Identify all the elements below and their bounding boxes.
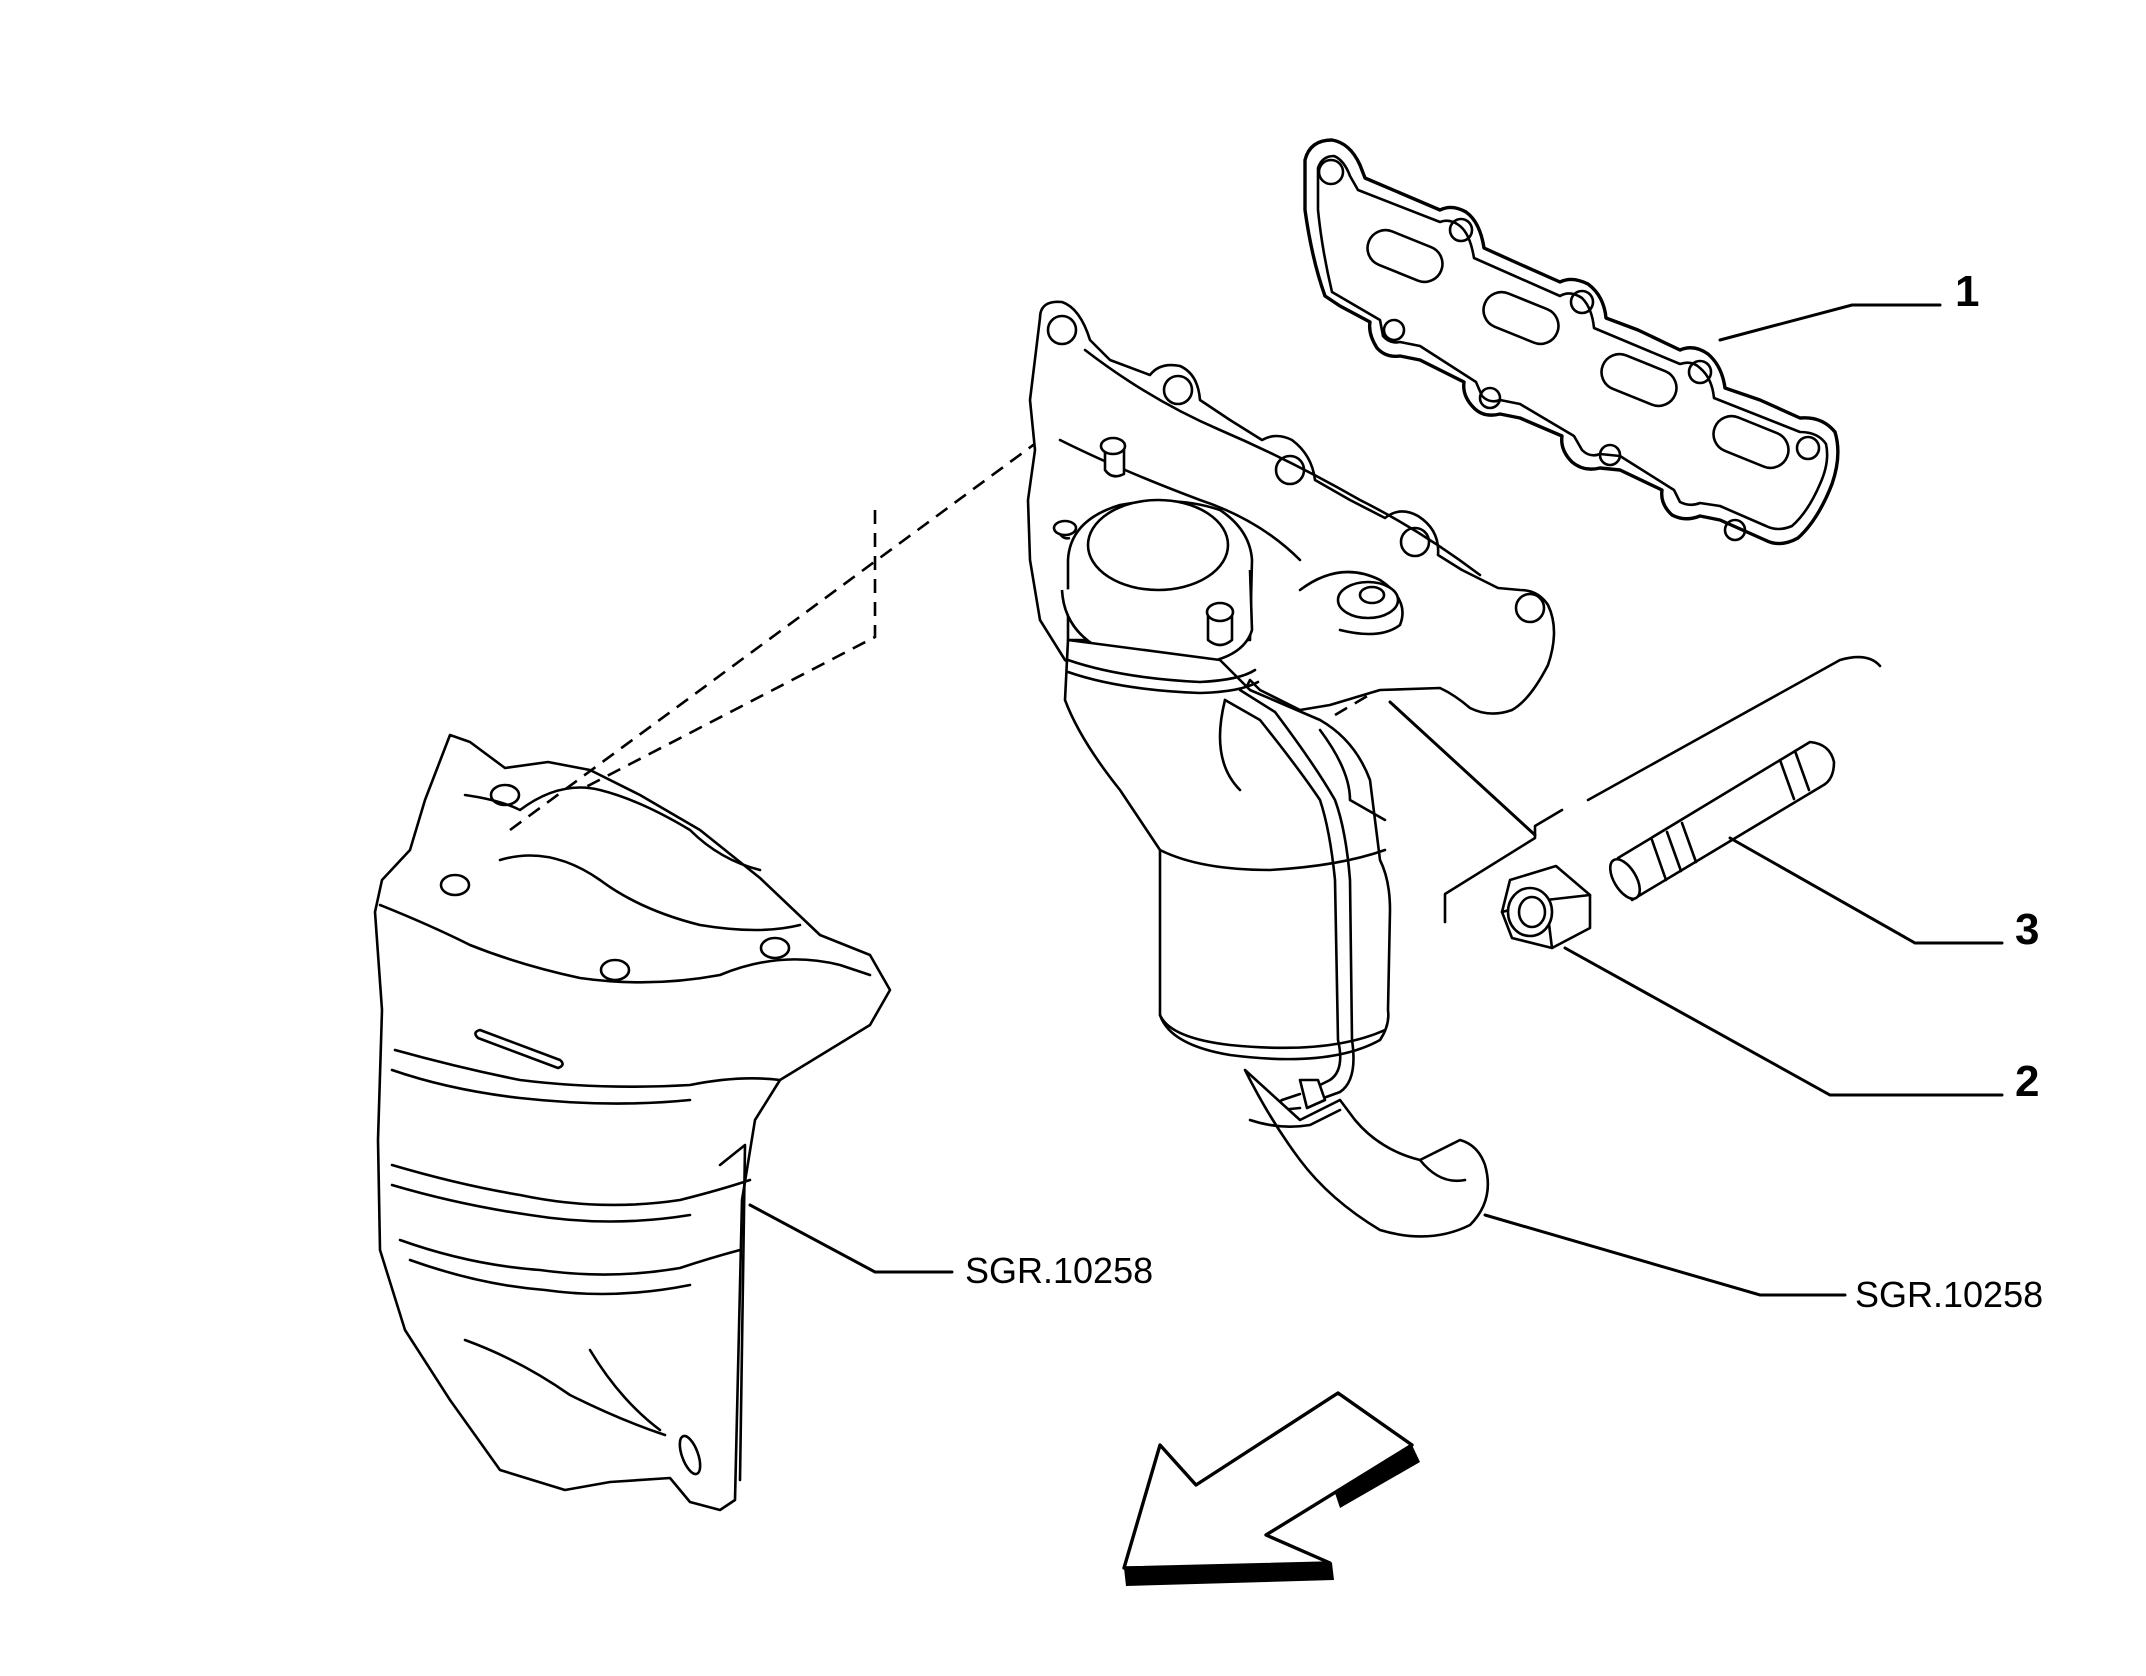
stud [1608, 740, 1836, 902]
reference-manifold-catalyst: SGR.10258 [1855, 1274, 2043, 1315]
fastener-bracket [1443, 655, 1882, 924]
callout-nut: 2 [2015, 1057, 2039, 1106]
leader-lines [748, 303, 2004, 1297]
manifold-gasket [1303, 138, 1840, 546]
heat-shield [373, 733, 892, 1512]
arrow-down-left-icon [1122, 1391, 1420, 1586]
hex-nut [1500, 864, 1592, 950]
reference-heat-shield: SGR.10258 [965, 1250, 1153, 1291]
callout-stud: 3 [2015, 905, 2039, 954]
callout-gasket: 1 [1955, 267, 1979, 316]
exhaust-manifold-catalyst [1026, 300, 1556, 1238]
